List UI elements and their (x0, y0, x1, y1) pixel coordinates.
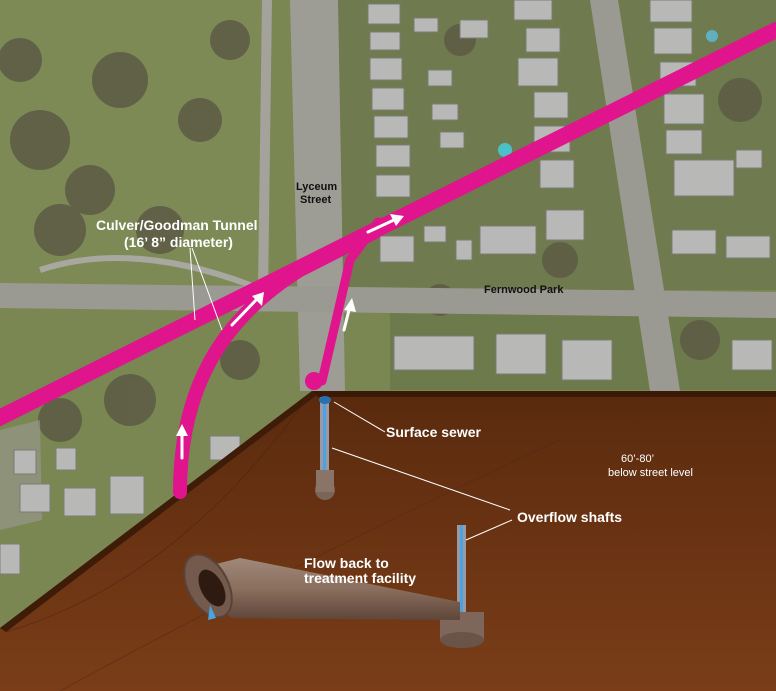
arrow-icon (176, 424, 188, 460)
return-pipe (183, 553, 460, 620)
lyceum-label-line1: Lyceum (296, 181, 337, 193)
tunnel-branch-right (317, 217, 383, 386)
pool (498, 143, 512, 157)
depth-label-line1: 60’-80’ (621, 453, 654, 465)
arrow-icon (342, 298, 356, 332)
leader-lines (189, 247, 513, 541)
labels: Culver/Goodman Tunnel (16’ 8” diameter) … (96, 181, 693, 586)
flow-back-label-line1: Flow back to (304, 555, 389, 571)
arrow-icon (366, 214, 404, 234)
tunnel-name-label: Culver/Goodman Tunnel (96, 217, 258, 233)
water-drop-icon (319, 396, 331, 404)
surface-sewer-label: Surface sewer (386, 424, 481, 440)
flow-back-label-line2: treatment facility (304, 570, 416, 586)
fernwood-park-label: Fernwood Park (484, 284, 564, 296)
depth-label-line2: below street level (608, 467, 693, 479)
lyceum-label-line2: Street (300, 194, 332, 206)
arrow-icon (230, 292, 264, 327)
roads (0, 0, 776, 530)
soil-block (0, 391, 776, 691)
manhole-icon (305, 372, 323, 390)
overflow-shafts-label: Overflow shafts (517, 509, 622, 525)
overflow-shaft-1 (315, 396, 335, 500)
underground-cutaway (0, 390, 776, 691)
tunnel-diameter-label: (16’ 8” diameter) (124, 234, 233, 250)
water-drop-icon (208, 605, 216, 620)
